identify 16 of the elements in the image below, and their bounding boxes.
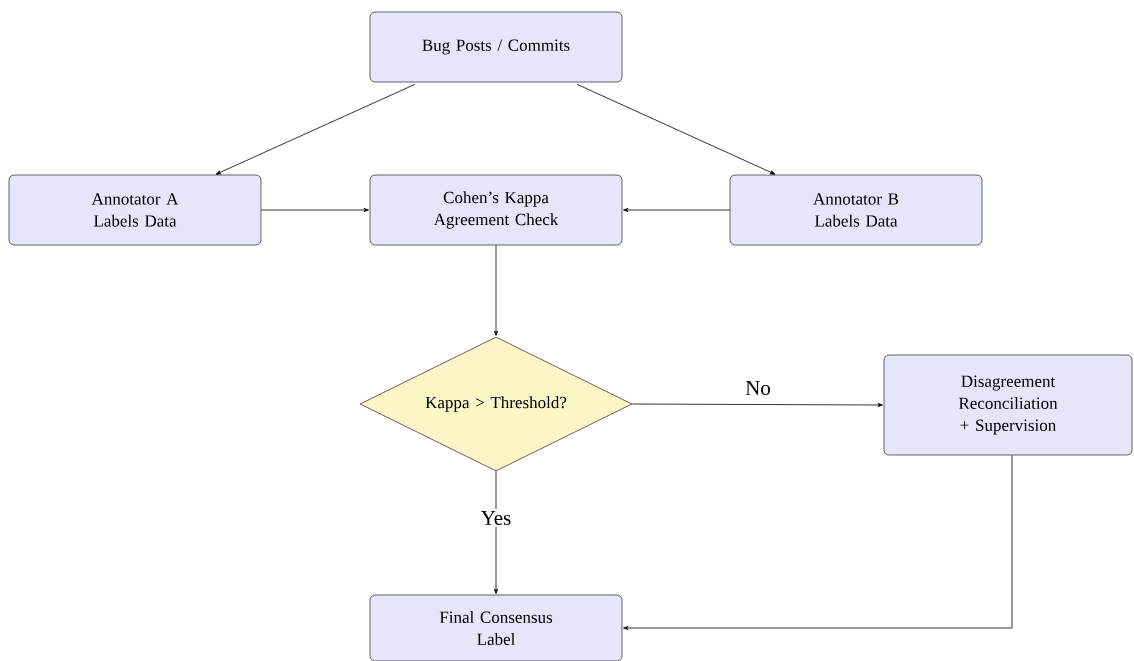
- arrow: [631, 402, 883, 407]
- edge-label: Yes: [478, 509, 514, 527]
- process-box: Final Consensus Label: [369, 594, 623, 661]
- arrow: [623, 208, 731, 212]
- arrow: [260, 208, 369, 212]
- process-box: Disagreement Reconciliation + Supervision: [883, 354, 1133, 456]
- edge-label: No: [743, 379, 773, 397]
- process-box: Annotator A Labels Data: [8, 174, 262, 246]
- arrow: [576, 83, 776, 175]
- process-box: Bug Posts / Commits: [369, 11, 623, 83]
- process-box: Cohen’s Kappa Agreement Check: [369, 174, 623, 246]
- arrow: [623, 454, 1013, 630]
- arrow: [494, 244, 498, 336]
- arrow: [215, 83, 416, 175]
- arrow: [494, 470, 498, 594]
- process-box: Annotator B Labels Data: [729, 174, 983, 246]
